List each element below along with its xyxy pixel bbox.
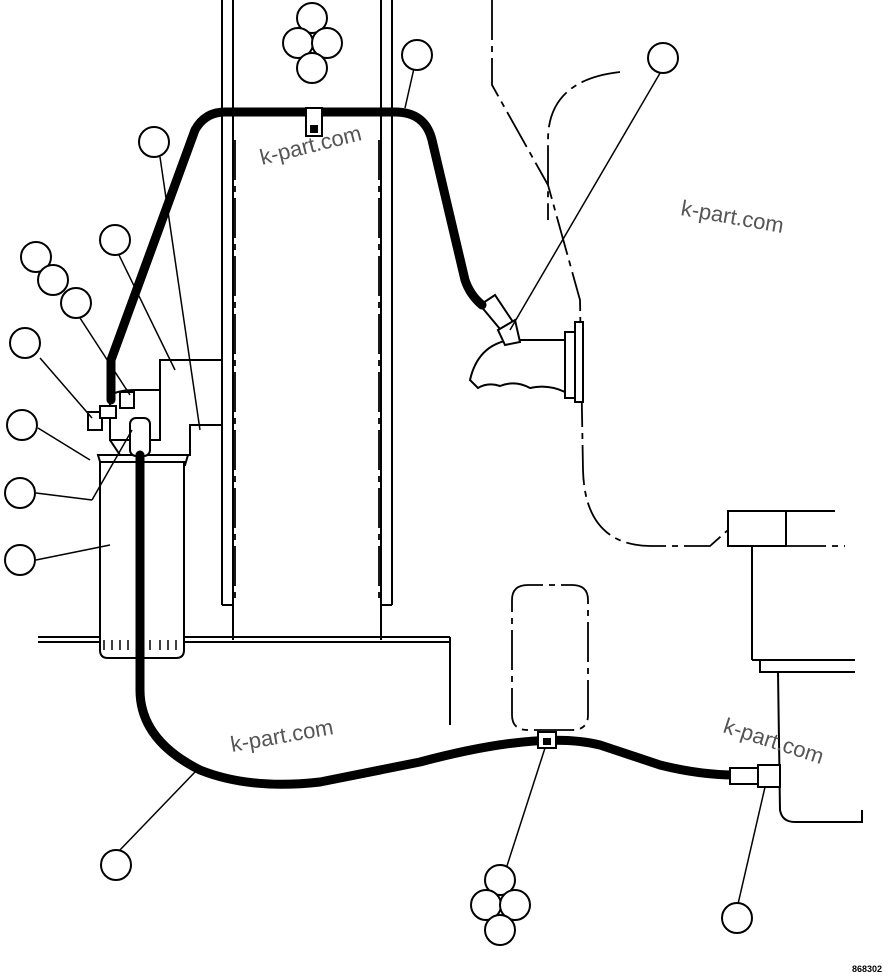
watermark-text: k-part.com (679, 195, 786, 238)
callout-circle (4, 477, 36, 509)
watermark-text: k-part.com (229, 714, 336, 757)
callout-circle (37, 264, 69, 296)
callout-circle (9, 327, 41, 359)
callout-circle (4, 544, 36, 576)
machine-frame (38, 0, 863, 823)
callout-circle (484, 864, 516, 896)
callout-circle (647, 42, 679, 74)
callout-circles (4, 2, 753, 946)
hose-clamp-upper (305, 107, 323, 137)
callout-circle (311, 27, 343, 59)
callout-circle (60, 287, 92, 319)
callout-circle (499, 889, 531, 921)
callout-circle (296, 52, 328, 84)
callout-circle (20, 241, 52, 273)
callout-circle (100, 849, 132, 881)
callout-circle (484, 914, 516, 946)
callout-circle (296, 2, 328, 34)
hose-clamp-lower (537, 731, 557, 749)
callout-circle (99, 224, 131, 256)
hose-end-fitting (729, 764, 781, 788)
drawing-number: 868302 (852, 964, 882, 974)
callout-circle (6, 409, 38, 441)
callout-circle (138, 126, 170, 158)
callout-circle (401, 39, 433, 71)
watermark-text: k-part.com (720, 713, 827, 769)
callout-circle (721, 902, 753, 934)
hose-lower (135, 450, 740, 789)
filter-assembly (87, 293, 584, 659)
hose-upper (106, 107, 487, 405)
